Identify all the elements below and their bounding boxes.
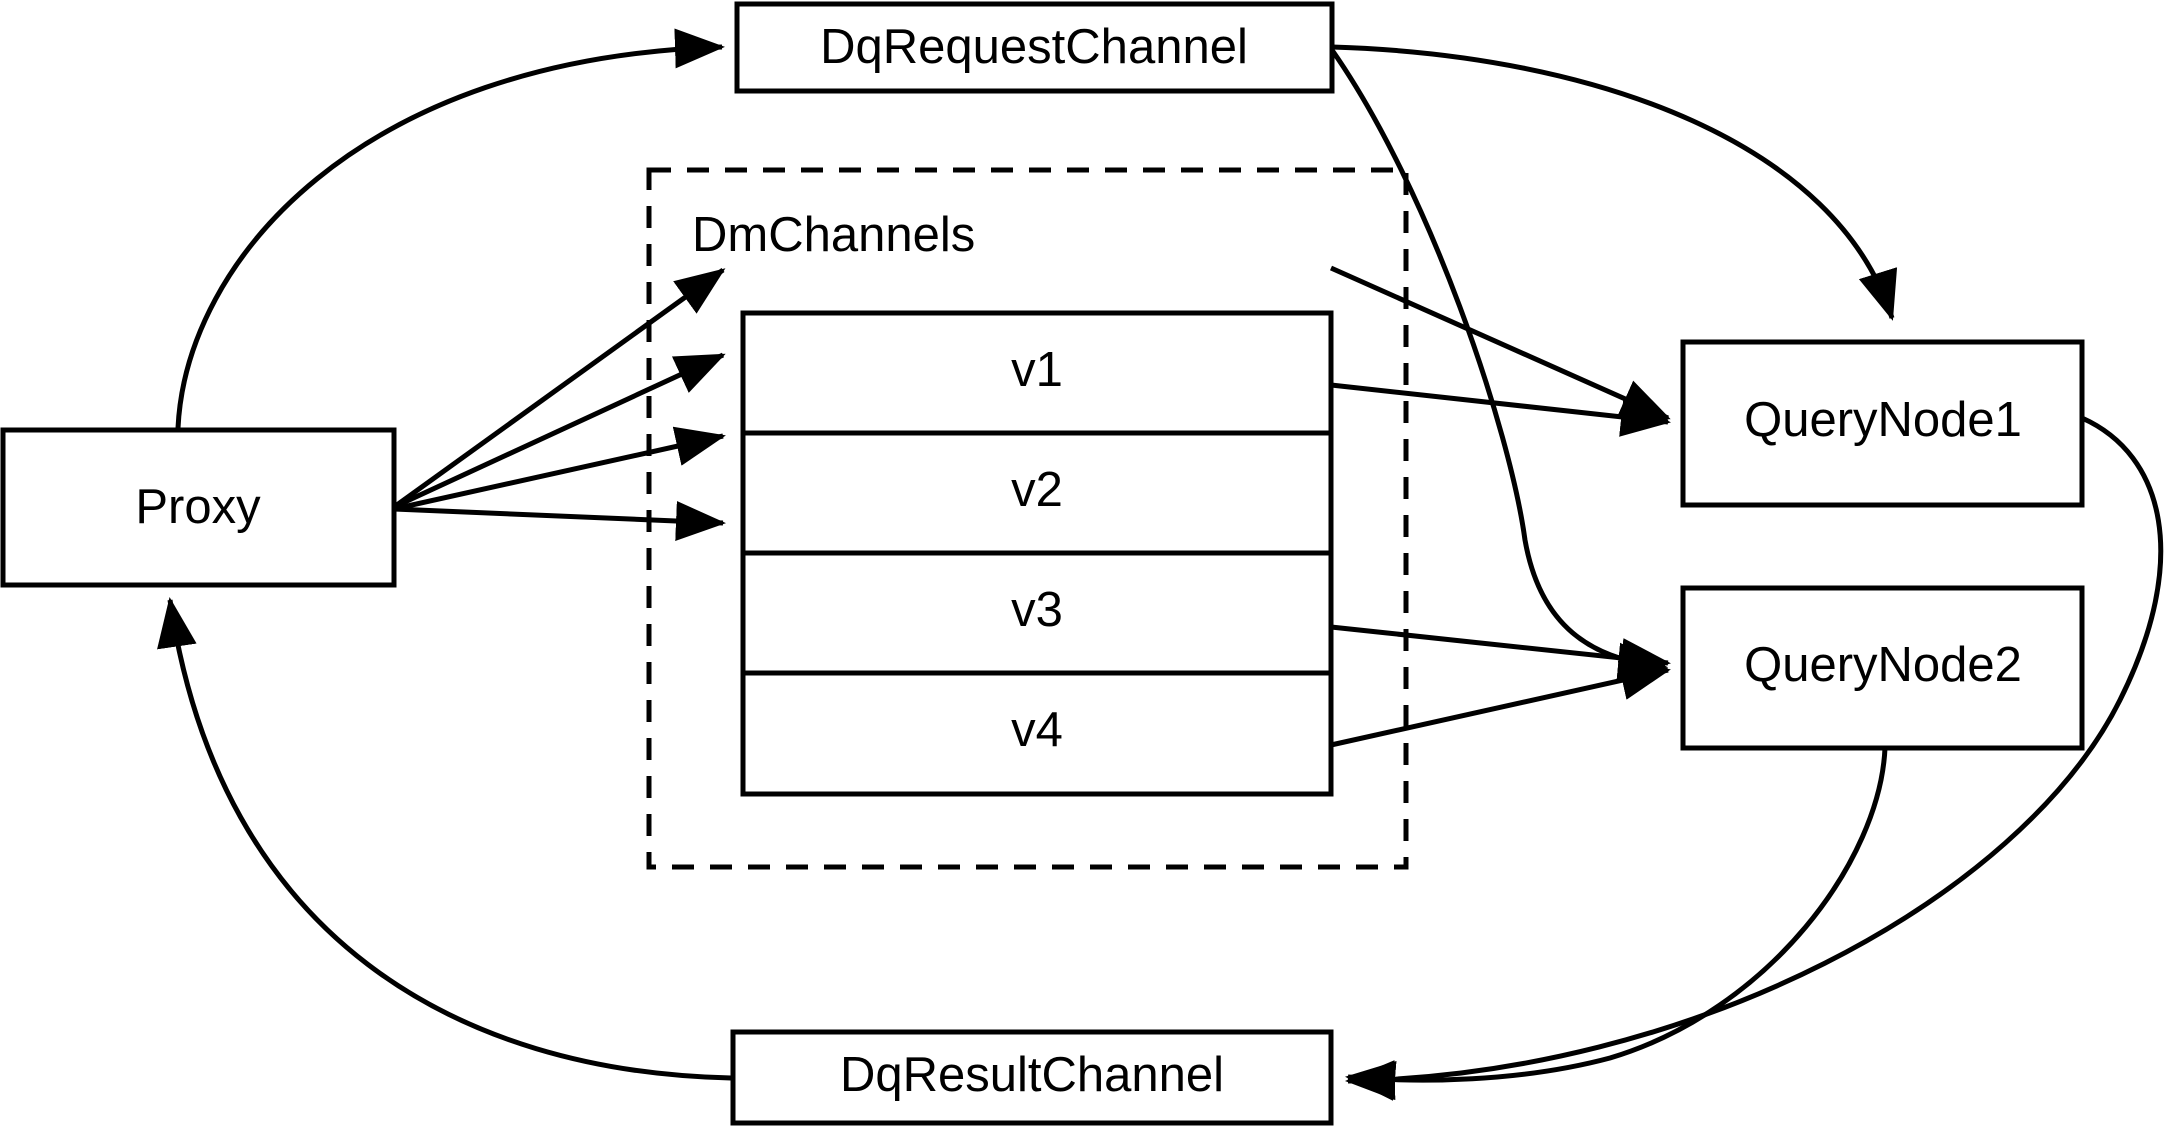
edge-querynode1-to-dqresultchannel <box>1345 415 2164 1101</box>
vchannel-row-v1[interactable]: v1 <box>1011 343 1063 397</box>
edge-querynode2-to-dqresultchannel <box>1345 747 1888 1101</box>
node-querynode1[interactable] <box>1680 339 2085 508</box>
node-dqresultchannel-label: DqResultChannel <box>840 1048 1224 1102</box>
vchannel-row-v3[interactable]: v3 <box>1011 583 1063 637</box>
edge-dqresultchannel-to-proxy <box>157 597 732 1081</box>
edge-dqrequestchannel-to-querynode2 <box>1329 48 1668 683</box>
edge-proxy-to-dqrequestchannel <box>175 28 725 429</box>
dmchannels-group-box <box>646 167 1409 870</box>
dmchannels-group-label: DmChannels <box>692 208 975 262</box>
node-dqrequestchannel[interactable] <box>734 1 1335 94</box>
edge-v2-to-querynode1 <box>1330 382 1671 437</box>
edge-proxy-to-v2 <box>392 352 726 510</box>
node-dqresultchannel[interactable] <box>730 1029 1334 1126</box>
node-querynode2[interactable] <box>1680 585 2085 751</box>
node-proxy[interactable] <box>0 427 397 588</box>
edge-proxy-to-v4 <box>393 501 726 541</box>
node-proxy-label: Proxy <box>135 480 261 534</box>
vchannel-row-v2[interactable]: v2 <box>1011 463 1063 517</box>
node-dqrequestchannel-label: DqRequestChannel <box>820 20 1248 74</box>
edge-dqrequestchannel-to-querynode1 <box>1331 44 1898 321</box>
edge-proxy-to-v1 <box>392 267 726 510</box>
node-querynode1-label: QueryNode1 <box>1744 393 2022 447</box>
node-querynode2-label: QueryNode2 <box>1744 638 2022 692</box>
edge-v4-to-querynode2 <box>1330 660 1671 748</box>
edge-proxy-to-v3 <box>393 426 726 512</box>
edge-v1-to-querynode1 <box>1329 265 1671 421</box>
vchannel-row-v4[interactable]: v4 <box>1011 703 1063 757</box>
